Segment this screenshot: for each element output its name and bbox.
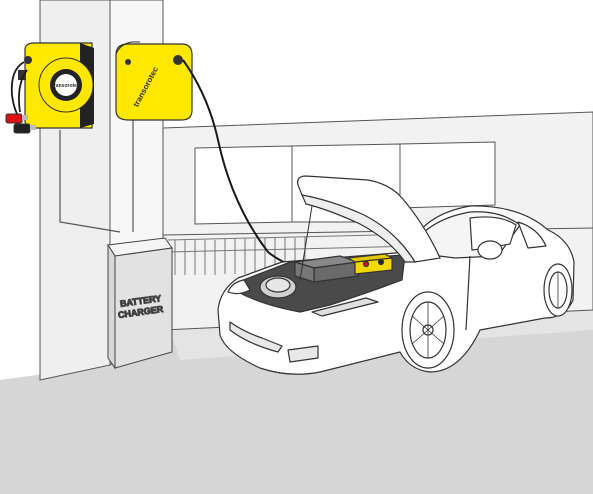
red-clamp-icon: [5, 113, 23, 124]
cable-reel-left: transorotec: [18, 42, 94, 129]
car-battery: [294, 253, 393, 283]
battery-charger-cabinet: BATTERY CHARGER: [107, 237, 173, 370]
open-hood: [297, 175, 441, 281]
wall-conduit: [59, 120, 134, 233]
sports-car: [217, 205, 575, 375]
black-clamp-icon: [13, 123, 31, 134]
reel-left-hub-logo: transorotec: [52, 83, 80, 89]
cable-reel-right: transorotec: [115, 41, 193, 121]
charging-clamp-cables: [5, 61, 36, 134]
